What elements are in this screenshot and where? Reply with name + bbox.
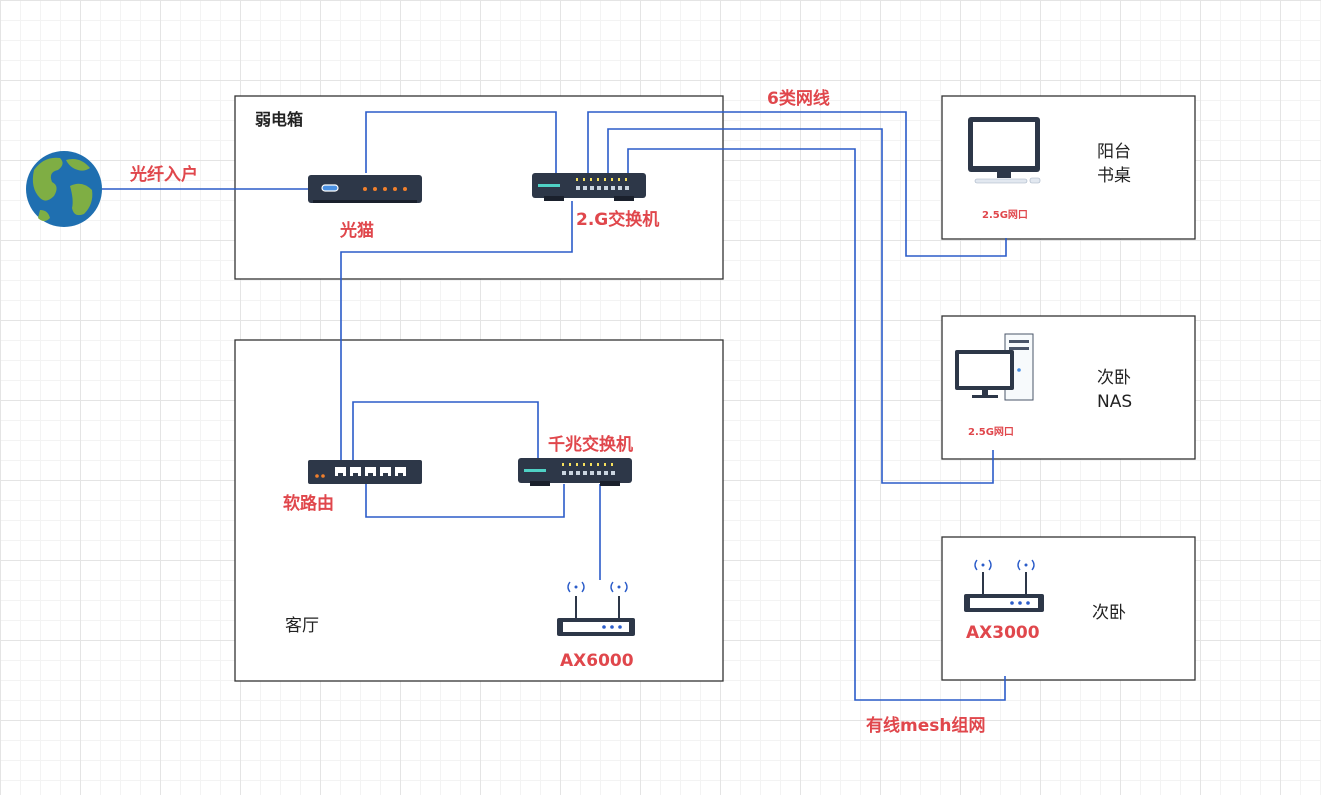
label-nas: NAS	[1097, 392, 1133, 412]
label-port-25g-nas: 2.5G网口	[968, 427, 1014, 438]
living-room-container	[234, 339, 724, 682]
wire-softrouter-gbswitch-top	[352, 401, 539, 460]
label-ax3000: AX3000	[966, 623, 1040, 643]
label-bedroom-second: 次卧	[1097, 368, 1131, 388]
label-soft-router: 软路由	[283, 494, 334, 514]
wire-switch-nas	[607, 128, 994, 484]
label-fiber-in: 光纤入户	[130, 165, 198, 185]
label-weak-box: 弱电箱	[255, 110, 304, 129]
desktop-monitor-icon	[968, 117, 1041, 184]
label-switch-25g: 2.G交换机	[576, 210, 660, 230]
switch-25g-icon	[532, 173, 646, 201]
label-bedroom-nas: 次卧 NAS	[1097, 366, 1132, 414]
label-balcony: 阳台	[1097, 142, 1131, 162]
label-living-room: 客厅	[285, 616, 319, 636]
label-balcony-desk: 阳台 书桌	[1097, 140, 1131, 188]
label-wired-mesh: 有线mesh组网	[866, 716, 986, 736]
wire-switch-balcony	[587, 111, 1007, 257]
wire-softrouter-gbswitch-bottom	[365, 484, 565, 518]
globe-icon	[26, 151, 102, 227]
wifi-router-ax6000-icon	[557, 581, 635, 636]
wire-switch-mesh	[627, 148, 1006, 701]
label-cat6: 6类网线	[767, 89, 830, 109]
label-bedroom: 次卧	[1092, 603, 1126, 623]
wires	[102, 111, 1007, 701]
label-ax6000: AX6000	[560, 651, 634, 671]
soft-router-icon	[308, 460, 422, 484]
pc-tower-icon	[955, 333, 1034, 401]
wire-modem-switch	[365, 111, 557, 173]
wire-switch-softrouter	[340, 201, 573, 460]
label-gigabit-switch: 千兆交换机	[548, 435, 633, 455]
label-port-25g-balcony: 2.5G网口	[982, 210, 1028, 221]
gigabit-switch-icon	[518, 458, 632, 486]
wifi-router-ax3000-icon	[964, 559, 1044, 612]
label-optical-modem: 光猫	[340, 221, 374, 241]
label-desk: 书桌	[1097, 166, 1131, 186]
optical-modem-icon	[308, 175, 422, 203]
